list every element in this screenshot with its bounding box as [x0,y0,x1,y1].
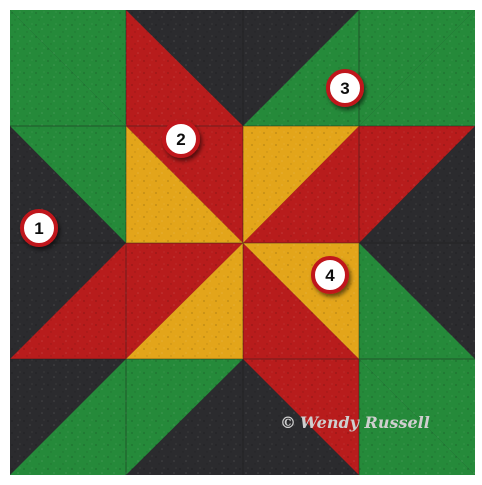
badge-label: 4 [325,266,335,285]
signature-name: Wendy Russell [300,413,430,432]
badge-2: 2 [164,122,198,156]
badge-label: 2 [176,130,185,149]
copyright-symbol: © [280,413,296,432]
badge-label: 1 [34,219,43,238]
quilt-block: 1 2 3 4 © Wendy Russell [10,10,475,475]
badge-4: 4 [313,258,347,292]
badge-3: 3 [328,71,362,105]
signature-watermark: © Wendy Russell [280,413,430,432]
badge-1: 1 [22,211,56,245]
badge-label: 3 [340,79,349,98]
